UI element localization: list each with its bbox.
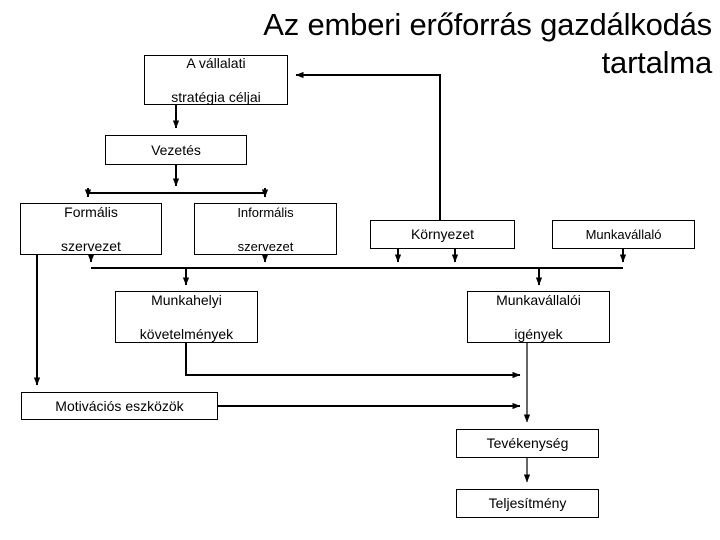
node-kornyezet[interactable]: Környezet xyxy=(370,220,515,249)
node-tevekenyseg[interactable]: Tevékenység xyxy=(456,429,599,458)
node-informalis-line1: Informális xyxy=(237,204,294,220)
node-teljesitmeny-label: Teljesítmény xyxy=(488,495,567,511)
page-title: Az emberi erőforrás gazdálkodás tartalma xyxy=(190,6,712,82)
node-teljesitmeny[interactable]: Teljesítmény xyxy=(456,489,599,518)
node-strategia-line1: A vállalati xyxy=(186,54,246,71)
node-strategia-line2: stratégia céljai xyxy=(171,88,261,105)
node-munkavallalo-label: Munkavállaló xyxy=(585,227,662,242)
node-kornyezet-label: Környezet xyxy=(410,226,475,242)
page-title-line1: Az emberi erőforrás gazdálkodás xyxy=(263,7,712,42)
node-formalis-szervezet[interactable]: Formális szervezet xyxy=(20,203,162,255)
node-informalis-line2: szervezet xyxy=(237,238,294,254)
node-informalis-szervezet[interactable]: Informális szervezet xyxy=(194,203,337,255)
edge-munkahelyi-tevekenyseg xyxy=(185,343,521,379)
node-motivacios-eszkozok[interactable]: Motivációs eszközök xyxy=(21,392,218,420)
node-formalis-line1: Formális xyxy=(64,203,118,220)
node-igenyek-line2: igények xyxy=(514,325,563,342)
node-vezetes[interactable]: Vezetés xyxy=(105,135,247,165)
node-munkavallaloi-igenyek[interactable]: Munkavállalói igények xyxy=(467,291,610,343)
node-formalis-line2: szervezet xyxy=(61,237,121,254)
edge-kornyezet-feedback xyxy=(295,71,441,220)
node-tevekenyseg-label: Tevékenység xyxy=(486,435,569,451)
node-munkahelyi-kovetelmenyek[interactable]: Munkahelyi követelmények xyxy=(115,291,258,343)
node-munkahelyi-line2: követelmények xyxy=(139,325,234,342)
node-vezetes-label: Vezetés xyxy=(151,141,201,158)
node-munkahelyi-line1: Munkahelyi xyxy=(151,291,222,308)
node-igenyek-line1: Munkavállalói xyxy=(496,291,581,308)
node-motivacios-label: Motivációs eszközök xyxy=(55,397,184,414)
node-munkavallalo[interactable]: Munkavállaló xyxy=(552,220,695,249)
node-strategia[interactable]: A vállalati stratégia céljai xyxy=(144,55,288,105)
page-title-line2: tartalma xyxy=(601,45,713,80)
